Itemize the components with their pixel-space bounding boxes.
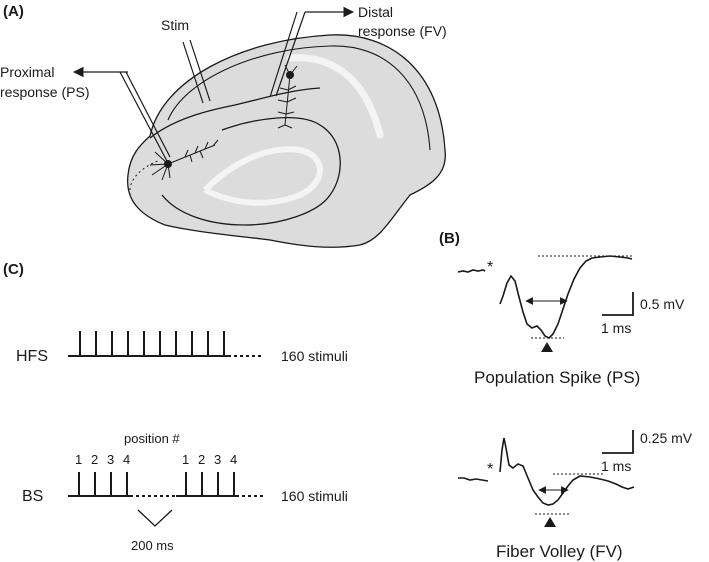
proximal-neuron [149, 139, 219, 181]
position-number: 2 [91, 452, 98, 467]
fv-trace [458, 437, 635, 506]
ps-trace [457, 255, 633, 339]
panel-c: (C) HFS 160 stimuli position # 1 2 3 4 1… [3, 261, 348, 553]
stim-label: Stim [161, 17, 189, 33]
panel-a-label: (A) [3, 3, 24, 20]
position-number: 3 [214, 452, 221, 467]
panel-c-label: (C) [3, 261, 24, 278]
bs-label: BS [22, 488, 43, 505]
proximal-label-line2: response (PS) [0, 84, 89, 100]
bs-stimuli-count: 160 stimuli [281, 488, 348, 504]
panel-b: (B) * 0.5 mV 1 ms Population Spike (PS) … [439, 230, 693, 561]
pyramidal-layer [149, 87, 321, 139]
ps-caption: Population Spike (PS) [474, 368, 640, 387]
position-number: 4 [123, 452, 130, 467]
ps-stimulus-artifact: * [487, 259, 493, 276]
fv-trough-marker [544, 517, 556, 527]
white-band-dg-inner [202, 146, 323, 206]
ps-scale-bar [602, 292, 634, 316]
fv-scale-time: 1 ms [601, 458, 631, 474]
panel-a: (A) [0, 3, 447, 248]
proximal-electrode [72, 66, 171, 164]
white-band-ca [286, 54, 384, 139]
bs-train [68, 472, 264, 497]
fv-stimulus-artifact: * [487, 461, 493, 478]
hfs-label: HFS [16, 348, 48, 365]
position-label: position # [124, 431, 180, 446]
fv-caption: Fiber Volley (FV) [496, 542, 623, 561]
distal-label-line1: Distal [358, 4, 393, 20]
position-number: 1 [75, 452, 82, 467]
ps-scale-voltage: 0.5 mV [640, 296, 685, 312]
position-number: 1 [182, 452, 189, 467]
ps-trough-marker [541, 342, 553, 352]
mossy-fiber-dashed [129, 159, 161, 196]
hfs-train [68, 331, 264, 357]
fv-scale-bar [602, 430, 634, 454]
position-number: 3 [107, 452, 114, 467]
fv-scale-voltage: 0.25 mV [640, 430, 693, 446]
proximal-label-line1: Proximal [0, 64, 54, 80]
position-number: 4 [230, 452, 237, 467]
distal-label-line2: response (FV) [358, 23, 447, 39]
ps-scale-time: 1 ms [601, 320, 631, 336]
hfs-stimuli-count: 160 stimuli [281, 348, 348, 364]
panel-b-label: (B) [439, 230, 460, 247]
position-number: 2 [198, 452, 205, 467]
interval-bracket [137, 509, 173, 527]
position-numbers: 1 2 3 4 1 2 3 4 [75, 452, 237, 467]
stim-electrode [182, 39, 211, 104]
distal-electrode [269, 6, 355, 98]
distal-neuron [277, 64, 298, 129]
interval-label: 200 ms [131, 538, 174, 553]
